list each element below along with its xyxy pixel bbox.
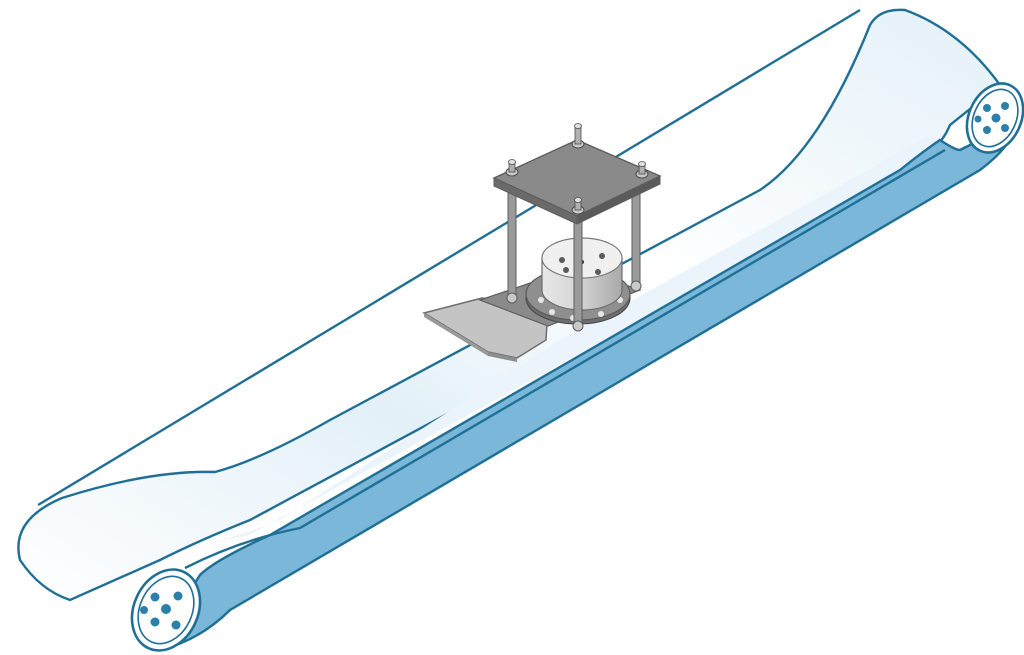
support-rod [573, 211, 583, 329]
left-roller-bolt [171, 620, 181, 630]
right-roller-bolt [983, 104, 991, 112]
left-roller-bolt [150, 617, 160, 627]
right-roller-bolt [974, 115, 982, 123]
right-roller-bolt [1001, 124, 1009, 132]
support-rod [631, 184, 641, 288]
left-roller-bolt [140, 606, 148, 614]
belt-top-surface [17, 8, 1002, 602]
belt-back-edge [37, 8, 861, 507]
belt-front-edge [184, 148, 946, 570]
left-roller-bolt [161, 604, 171, 614]
left-roller [130, 568, 202, 652]
right-roller-bolt [991, 113, 1001, 123]
top-plate [492, 123, 662, 225]
support-rod [507, 181, 517, 301]
left-roller-bolt [173, 591, 183, 601]
right-roller-bolt [983, 126, 991, 134]
right-roller-bolt [1001, 102, 1009, 110]
left-roller-bolt [150, 592, 160, 602]
top-plate-nuts [505, 123, 649, 215]
belt-carrying-surface [200, 135, 950, 545]
right-roller [965, 82, 1024, 154]
